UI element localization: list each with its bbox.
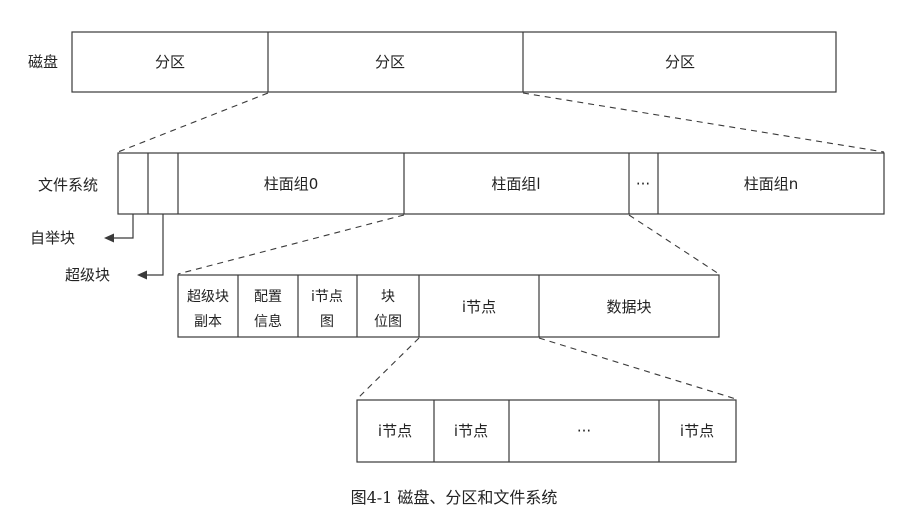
super-block-copy-line2: 副本	[194, 314, 222, 330]
inode-cell: i节点	[454, 422, 488, 440]
partition-cell: 分区	[155, 53, 185, 71]
zoom-line	[628, 214, 720, 275]
cylinder-group-cell: 柱面组l	[491, 175, 540, 193]
zoom-line	[538, 337, 737, 400]
zoom-line	[117, 92, 269, 153]
cylinder-group-cell: 柱面组n	[744, 175, 799, 193]
ellipsis-cell: ···	[577, 422, 591, 440]
super-block-arrow-head	[137, 270, 147, 280]
boot-block-arrow-head	[104, 233, 114, 243]
inode-cell: i节点	[680, 422, 714, 440]
figure-caption: 图4-1 磁盘、分区和文件系统	[351, 488, 558, 507]
super-block-copy-line1: 超级块	[187, 289, 229, 305]
block-bitmap-line2: 位图	[374, 314, 402, 330]
config-info-line1: 配置	[254, 289, 282, 305]
inode-map-line2: 图	[320, 314, 334, 330]
file-system-label: 文件系统	[38, 176, 98, 194]
boot-block-arrow-line	[113, 214, 134, 239]
disk-label: 磁盘	[28, 53, 58, 71]
partition-cell: 分区	[375, 53, 405, 71]
cylinder-group-detail-box	[177, 274, 720, 338]
data-blocks-cell: 数据块	[606, 298, 651, 316]
super-block-arrow-line	[146, 214, 164, 276]
disk-box	[71, 31, 837, 93]
inode-cell: i节点	[378, 422, 412, 440]
file-system-box	[117, 152, 885, 215]
partition-cell: 分区	[665, 53, 695, 71]
inode-array-box	[356, 399, 737, 463]
super-block-label: 超级块	[65, 266, 110, 284]
config-info-line2: 信息	[254, 313, 282, 330]
boot-block-label: 自举块	[30, 229, 75, 247]
cylinder-group-cell: 柱面组0	[264, 175, 319, 193]
inode-map-line1: i节点	[311, 289, 343, 305]
block-bitmap-line1: 块	[381, 289, 395, 305]
zoom-line	[356, 337, 420, 400]
ellipsis-cell: ···	[636, 175, 650, 193]
inodes-cell: i节点	[462, 298, 496, 316]
zoom-line	[177, 214, 405, 275]
zoom-line	[522, 92, 885, 153]
